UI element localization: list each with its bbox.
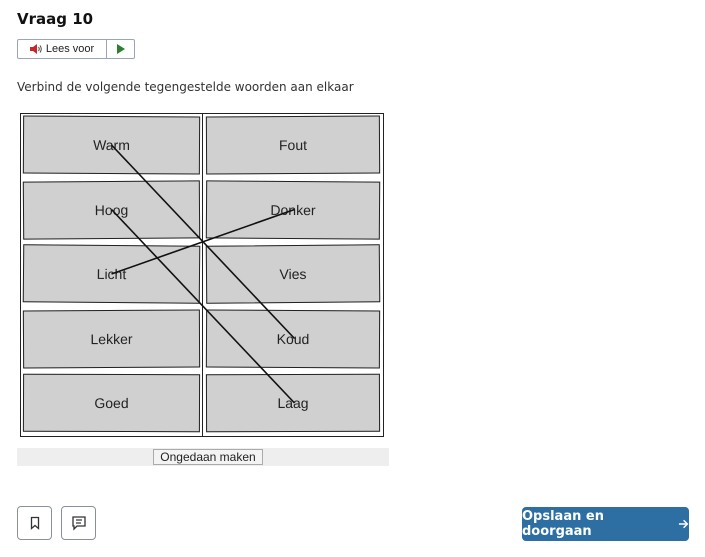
instruction-text: Verbind de volgende tegengestelde woorde… — [17, 80, 354, 94]
arrow-right-icon — [678, 519, 689, 529]
column-divider — [202, 113, 203, 437]
read-aloud-control[interactable]: Lees voor — [17, 39, 135, 59]
play-icon — [116, 44, 125, 54]
connection-hoog-laag[interactable] — [110, 208, 296, 404]
connection-licht-donker[interactable] — [111, 208, 295, 275]
save-continue-button[interactable]: Opslaan en doorgaan — [522, 507, 689, 541]
bookmark-button[interactable] — [17, 506, 52, 540]
read-aloud-label: Lees voor — [45, 43, 95, 55]
play-button[interactable] — [107, 40, 134, 58]
comment-button[interactable] — [61, 506, 96, 540]
undo-button[interactable]: Ongedaan maken — [153, 449, 263, 465]
speaker-icon — [29, 44, 42, 54]
read-aloud-button[interactable]: Lees voor — [18, 40, 107, 58]
bookmark-icon — [30, 516, 39, 530]
question-title: Vraag 10 — [17, 10, 94, 28]
save-continue-label: Opslaan en doorgaan — [522, 509, 604, 539]
comment-icon — [71, 516, 86, 531]
